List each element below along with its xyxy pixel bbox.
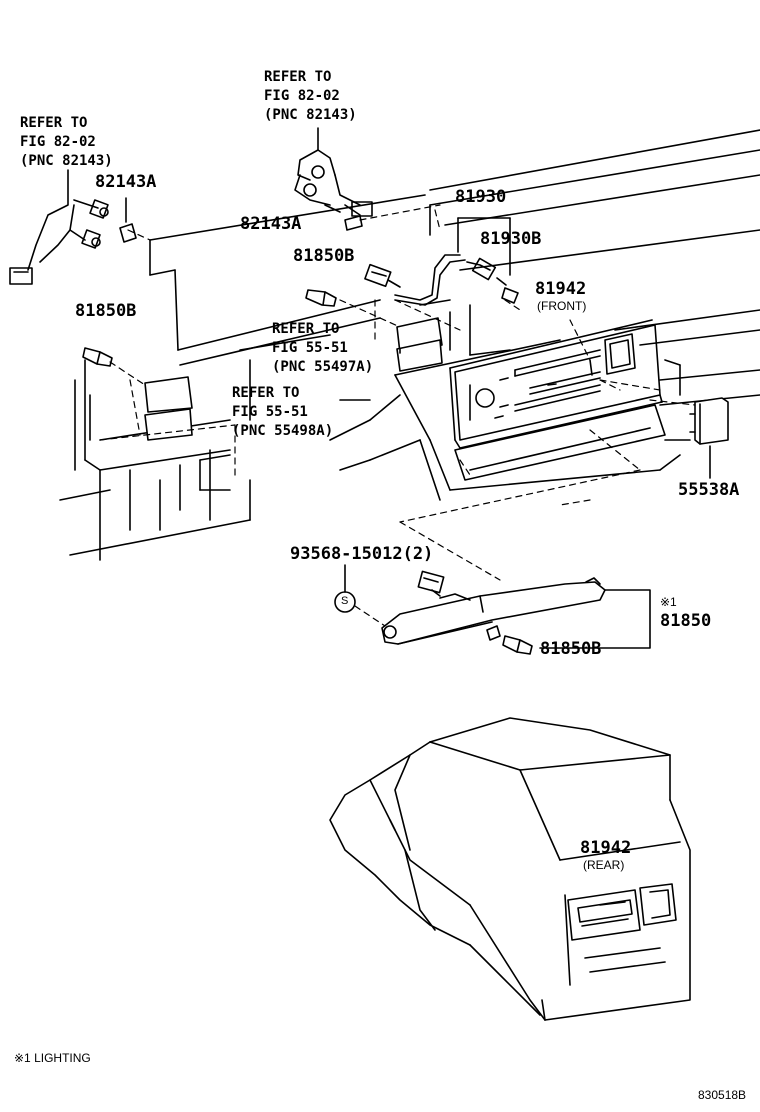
guide-lines: [99, 204, 696, 627]
part-note-rear: (REAR): [583, 858, 625, 872]
part-label-81930b: 81930B: [480, 229, 542, 249]
rear-console: [329, 717, 691, 1021]
ref-line: FIG 55-51: [272, 340, 348, 356]
ref-line: FIG 82-02: [20, 134, 96, 150]
harness-middle: [294, 127, 373, 231]
part-note-front: (FRONT): [537, 299, 587, 313]
screw-93568: [334, 564, 356, 613]
ref-line: REFER TO: [232, 385, 300, 401]
ref-line: (PNC 82143): [264, 107, 357, 123]
ref-line: FIG 82-02: [264, 88, 340, 104]
lower-trim: [454, 404, 666, 481]
harness-left: [9, 169, 137, 285]
part-label-81942-rear: 81942: [580, 838, 632, 858]
part-label-82143a-mid: 82143A: [240, 214, 302, 234]
part-label-81942-front: 81942: [535, 279, 587, 299]
callout-81850: [539, 589, 651, 649]
part-label-81850b-left: 81850B: [75, 301, 137, 321]
footnote: ※1 LIGHTING: [14, 1051, 91, 1065]
ref-line: REFER TO: [20, 115, 88, 131]
switch-55498a: [144, 376, 193, 441]
figure-code: 830518B: [698, 1088, 747, 1102]
part-label-81850b-upper: 81850B: [293, 246, 355, 266]
switch-55497a: [396, 317, 443, 372]
harness-81930: [364, 217, 519, 306]
part-label-81850b-lower: 81850B: [540, 639, 602, 659]
part-label-55538a: 55538A: [678, 480, 740, 500]
bulb-81850b-upper: [305, 289, 337, 307]
bulb-81850b-lower: [502, 635, 533, 655]
ref-line: (PNC 82143): [20, 153, 113, 169]
part-label-93568: 93568-15012(2): [290, 544, 434, 564]
ref-label-55498a: REFER TO FIG 55-51 (PNC 55498A): [232, 386, 333, 438]
ref-line: REFER TO: [264, 69, 332, 85]
heater-control-panel-front: [449, 319, 663, 449]
ref-line: REFER TO: [272, 321, 340, 337]
part-label-81850: 81850: [660, 611, 712, 631]
lighting-mark: ※1: [660, 595, 677, 609]
lighting-81850: [381, 570, 606, 645]
ref-line: (PNC 55498A): [232, 423, 334, 439]
instrument-panel: [59, 129, 760, 561]
ref-line: (PNC 55497A): [272, 359, 374, 375]
ref-label-55497a: REFER TO FIG 55-51 (PNC 55497A): [272, 322, 373, 374]
ref-label-82143-mid: REFER TO FIG 82-02 (PNC 82143): [264, 70, 357, 122]
part-55538a: [689, 397, 729, 479]
part-label-82143a-left: 82143A: [95, 172, 157, 192]
ref-label-82143-left: REFER TO FIG 82-02 (PNC 82143): [20, 116, 113, 168]
bulb-81850b-left: [82, 347, 113, 367]
screw-symbol: S: [341, 595, 349, 607]
part-label-81930: 81930: [455, 187, 507, 207]
ref-line: FIG 55-51: [232, 404, 308, 420]
